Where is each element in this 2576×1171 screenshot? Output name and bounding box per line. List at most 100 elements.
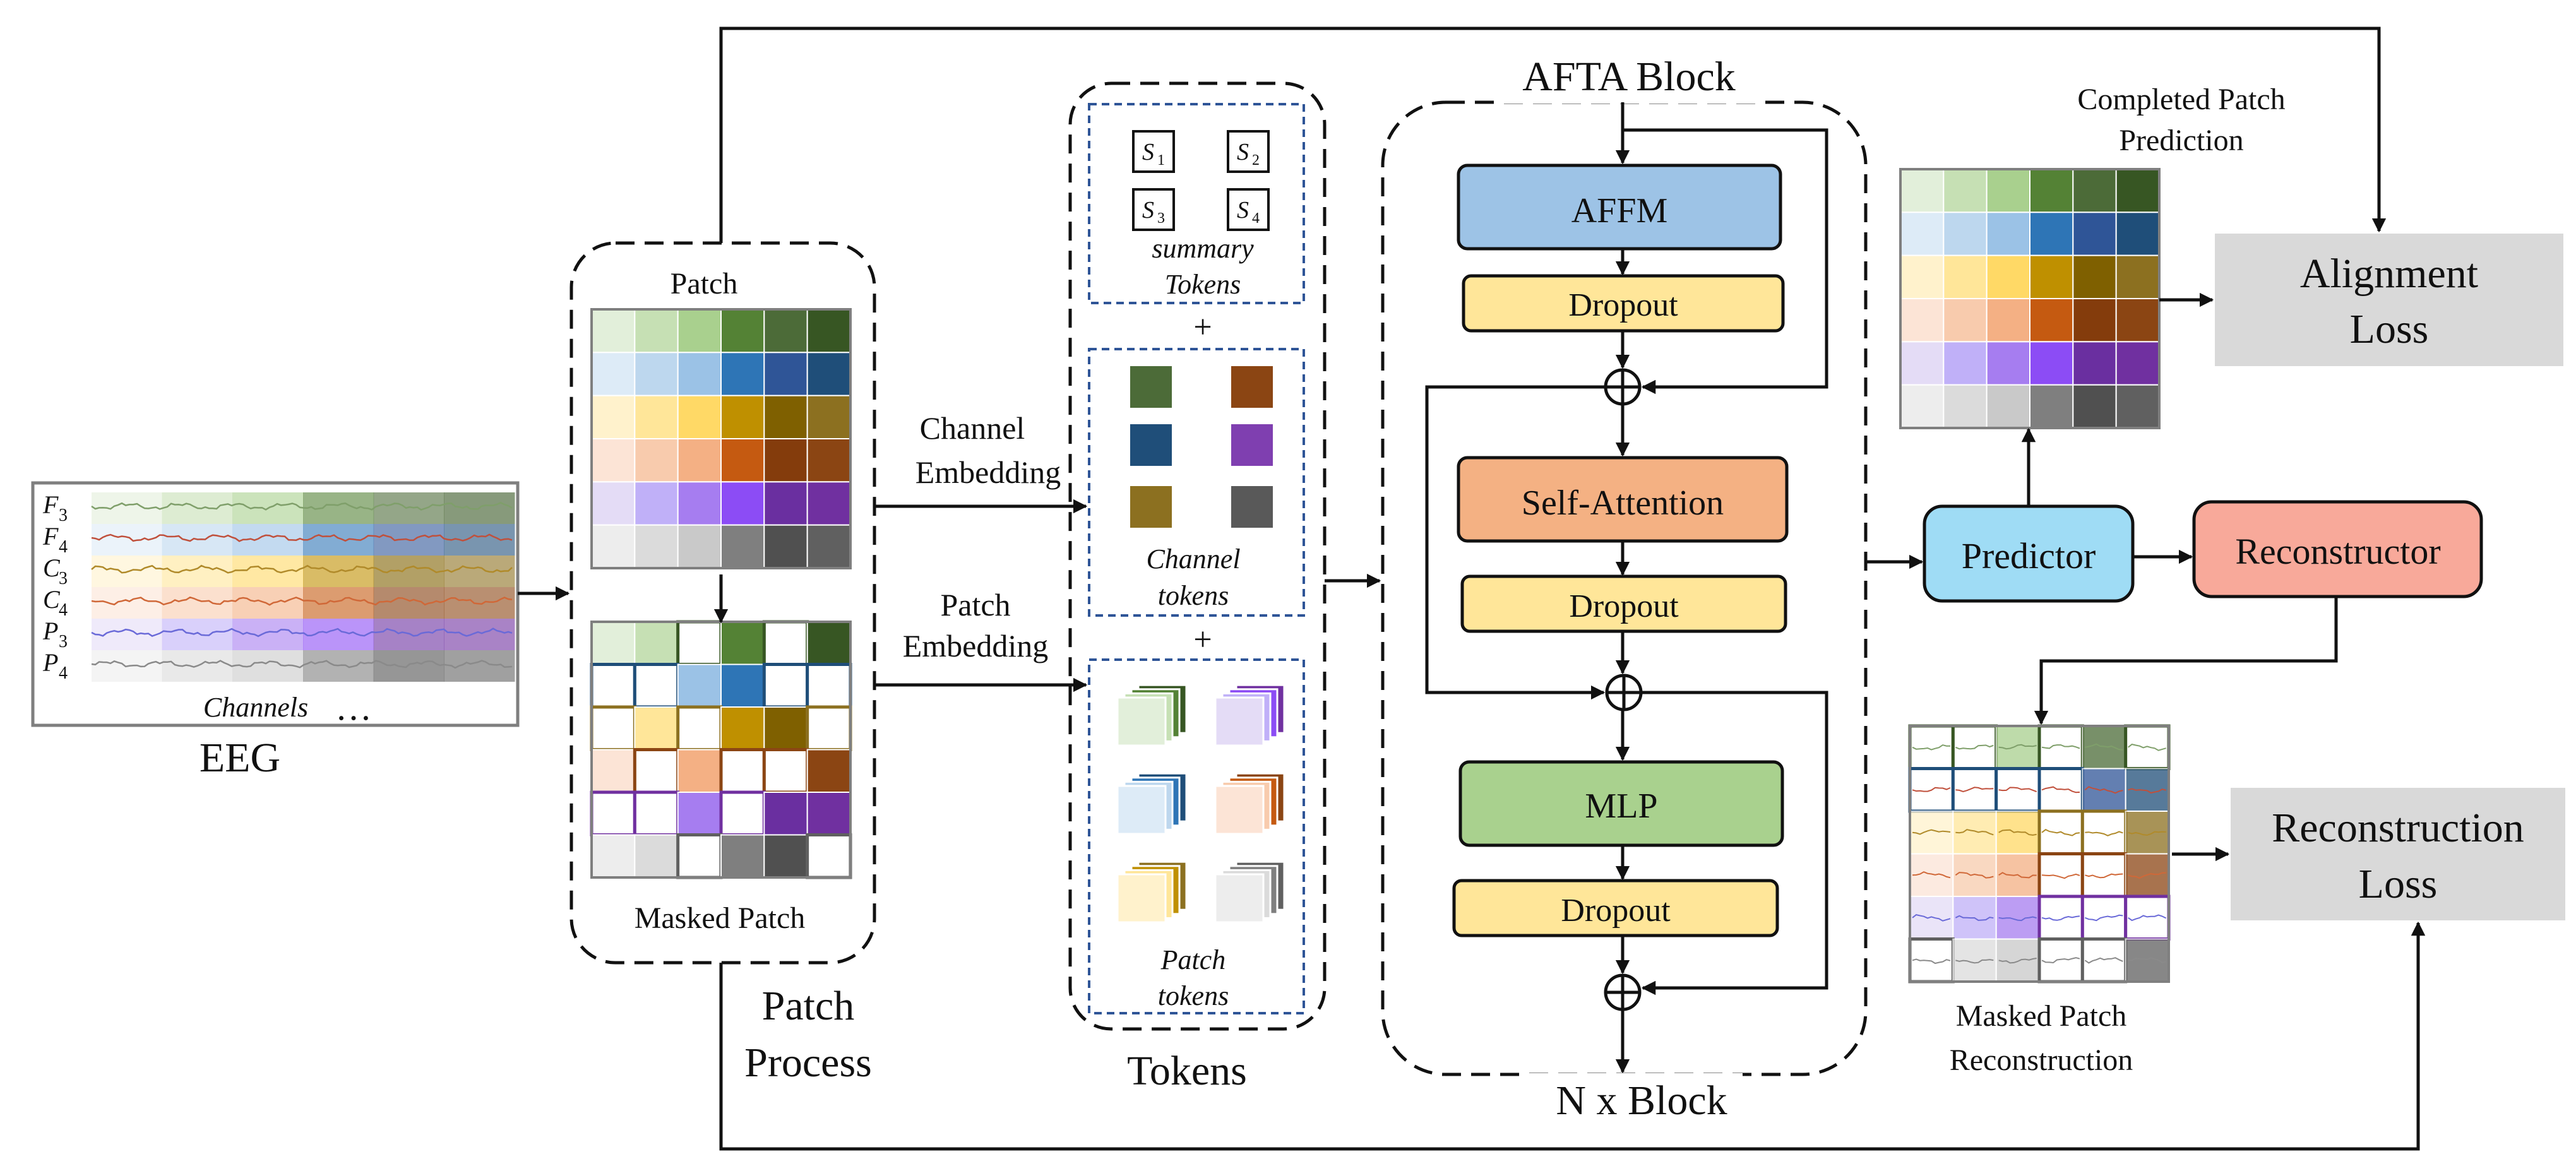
patch-embedding-label-line1: Patch xyxy=(940,587,1010,622)
patch-embedding-label-line2: Embedding xyxy=(903,628,1049,663)
masked-cell xyxy=(676,833,723,879)
masked-reconstruction-grid xyxy=(1908,724,2171,984)
patch-cell xyxy=(806,621,851,665)
patch-cell xyxy=(634,352,679,396)
patch-cell xyxy=(2029,341,2074,386)
masked-cell xyxy=(2037,767,2084,813)
summary-token-letter: S xyxy=(1142,197,1154,223)
patch-cell xyxy=(591,621,636,665)
patch-cell xyxy=(677,309,722,354)
eeg-band-cell xyxy=(162,619,233,650)
completed-patch-label-line1: Completed Patch xyxy=(2077,83,2285,116)
patch-cell xyxy=(677,792,722,836)
reconstructed-waveform xyxy=(2128,831,2166,836)
patch-cell xyxy=(1986,169,2031,213)
reconstructed-waveform xyxy=(2041,744,2080,749)
patch-cell xyxy=(720,663,765,708)
summary-tokens-label-line1: summary xyxy=(1152,233,1254,264)
reconstructed-waveform xyxy=(2085,873,2123,879)
eeg-band-cell xyxy=(232,556,304,587)
patch-cell xyxy=(720,481,765,526)
patch-cell xyxy=(720,834,765,878)
patch-cell xyxy=(634,309,679,354)
patch-token-layer xyxy=(1116,696,1167,747)
afta-block-title: AFTA Block xyxy=(1522,54,1736,100)
plus-sign-1: + xyxy=(1193,309,1212,345)
patch-cell xyxy=(2029,211,2074,256)
patch-cell xyxy=(720,309,765,354)
reconstruction-loss-label-line1: Reconstruction xyxy=(2272,805,2524,851)
reconstructed-waveform xyxy=(1955,744,1994,750)
dropout-label-3: Dropout xyxy=(1561,893,1671,929)
eeg-channel-label: P xyxy=(42,617,58,645)
eeg-channel-subscript: 3 xyxy=(59,569,68,588)
patch-cell xyxy=(1943,341,1988,386)
masked-cell xyxy=(2124,724,2171,770)
n-block-backdrop xyxy=(1528,1073,1743,1124)
patch-cell xyxy=(2029,298,2074,343)
reconstructed-waveform xyxy=(2084,786,2123,794)
patch-cell xyxy=(806,481,851,526)
summary-token-subscript: 4 xyxy=(1252,210,1260,227)
reconstructed-waveform xyxy=(2041,915,2080,921)
dropout-label-1: Dropout xyxy=(1568,287,1678,323)
reconstructed-waveform xyxy=(1912,787,1951,792)
patch-cell xyxy=(1943,211,1988,256)
patch-grid xyxy=(590,308,852,569)
patch-cell xyxy=(2115,211,2161,256)
channel-token xyxy=(1231,366,1273,408)
summary-token xyxy=(1132,130,1175,173)
patch-cell xyxy=(634,621,679,665)
reconstruction-loss-box xyxy=(2231,788,2565,920)
channel-tokens-label-line2: tokens xyxy=(1158,580,1229,611)
eeg-channel-subscript: 3 xyxy=(59,506,68,525)
reconstructed-waveform xyxy=(1955,829,1994,836)
reconstructed-waveform xyxy=(1912,829,1951,835)
residual-skip-2 xyxy=(1425,385,1623,700)
patch-cell xyxy=(1952,938,1997,982)
masked-cell xyxy=(806,663,852,709)
patch-cell xyxy=(2072,169,2117,213)
masked-cell xyxy=(590,705,636,751)
reconstructed-waveform xyxy=(1912,871,1951,879)
tokens-frame xyxy=(1068,81,1327,1031)
masked-cell xyxy=(806,833,852,879)
patch-cell xyxy=(1900,254,1945,299)
patch-cell xyxy=(2029,169,2074,213)
eeg-channel-subscript: 4 xyxy=(59,663,68,683)
patch-cell xyxy=(1909,896,1954,940)
patch-cell xyxy=(2082,768,2126,812)
reconstructed-waveform xyxy=(2128,872,2166,879)
reconstructed-waveform xyxy=(1998,829,2037,836)
reconstructed-waveform xyxy=(1955,787,1994,792)
summary-tokens-box xyxy=(1088,103,1305,304)
patch-cell xyxy=(720,438,765,483)
eeg-waveform xyxy=(91,501,513,511)
eeg-ellipsis: … xyxy=(335,687,372,728)
patch-cell xyxy=(591,524,636,569)
masked-cell xyxy=(762,663,809,709)
patch-cell xyxy=(763,438,808,483)
channel-tokens-box xyxy=(1088,348,1305,617)
masked-cell xyxy=(676,620,723,666)
eeg-band-cell xyxy=(444,587,515,619)
patch-cell xyxy=(634,524,679,569)
patch-cell xyxy=(1986,254,2031,299)
patch-cell xyxy=(806,395,851,440)
reconstructed-waveform xyxy=(2084,957,2123,964)
patch-cell xyxy=(1986,211,2031,256)
eeg-title: EEG xyxy=(200,735,280,781)
patch-cell xyxy=(1995,725,2041,770)
eeg-channel-subscript: 4 xyxy=(59,600,68,620)
patch-cell xyxy=(677,395,722,440)
patch-cell xyxy=(591,395,636,440)
summary-token-subscript: 2 xyxy=(1252,152,1260,169)
patch-cell xyxy=(806,352,851,396)
masked-cell xyxy=(633,663,680,709)
patch-cell xyxy=(1986,384,2031,429)
dropout-label-2: Dropout xyxy=(1569,588,1679,624)
masked-cell xyxy=(762,748,809,794)
